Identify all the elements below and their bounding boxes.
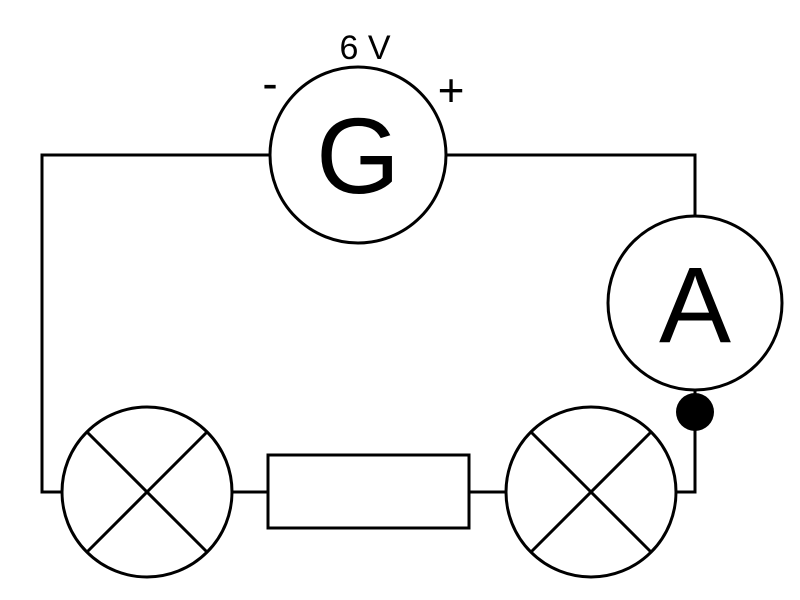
- lamp-left: [60, 405, 234, 579]
- lamp-left-cross-b: [85, 430, 209, 554]
- ammeter-circle: [606, 214, 784, 392]
- positive-terminal-label: +: [438, 64, 465, 116]
- wire-top-right: [444, 153, 697, 218]
- wire-left-loop: [40, 153, 272, 494]
- generator-circle: [268, 65, 448, 245]
- resistor: [266, 453, 471, 530]
- lamp-right: [504, 405, 678, 579]
- negative-terminal-label: -: [262, 57, 277, 109]
- circuit-wires: [40, 153, 697, 494]
- generator: G 6 V - +: [262, 29, 465, 245]
- generator-symbol: G: [316, 95, 400, 216]
- wire-junction-to-right-lamp: [675, 410, 697, 494]
- lamp-right-cross-b: [529, 430, 653, 554]
- ammeter: A: [606, 214, 784, 392]
- ammeter-symbol: A: [659, 244, 731, 365]
- junction-dot: [676, 393, 714, 431]
- voltage-label: 6 V: [339, 29, 390, 67]
